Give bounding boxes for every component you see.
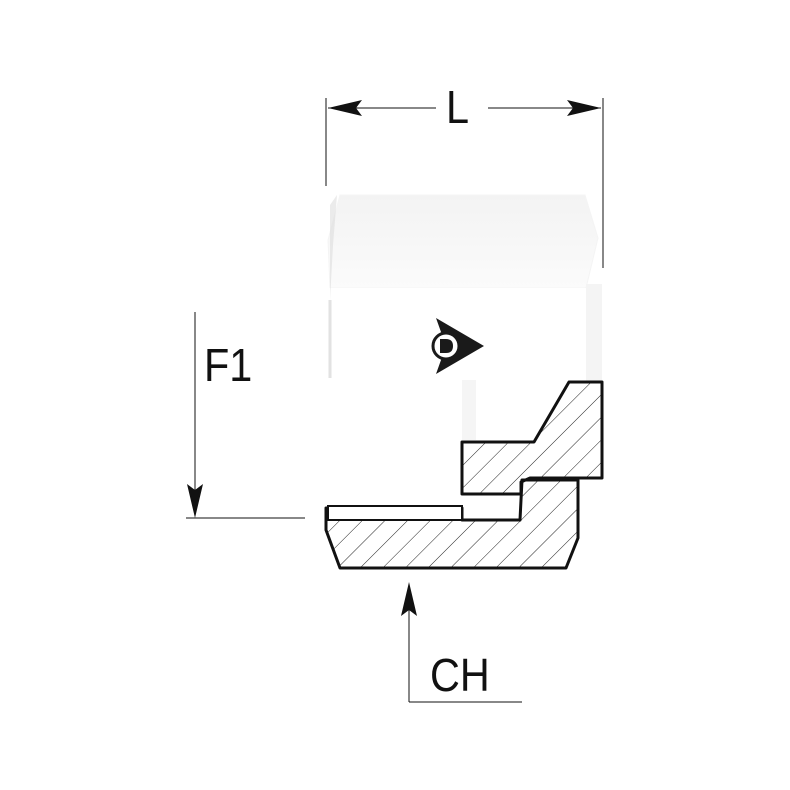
arrow-right-icon [567,100,601,116]
arrow-down-icon [187,484,203,518]
section-lower [324,478,580,570]
dunlop-logo-icon [431,318,484,374]
dimension-label-length: L [446,81,470,133]
dimension-label-hex: CH [430,649,490,701]
arrow-up-icon [401,582,417,616]
dimension-F1 [186,312,305,519]
arrow-left-icon [328,100,362,116]
dimension-label-thread: F1 [204,339,253,391]
